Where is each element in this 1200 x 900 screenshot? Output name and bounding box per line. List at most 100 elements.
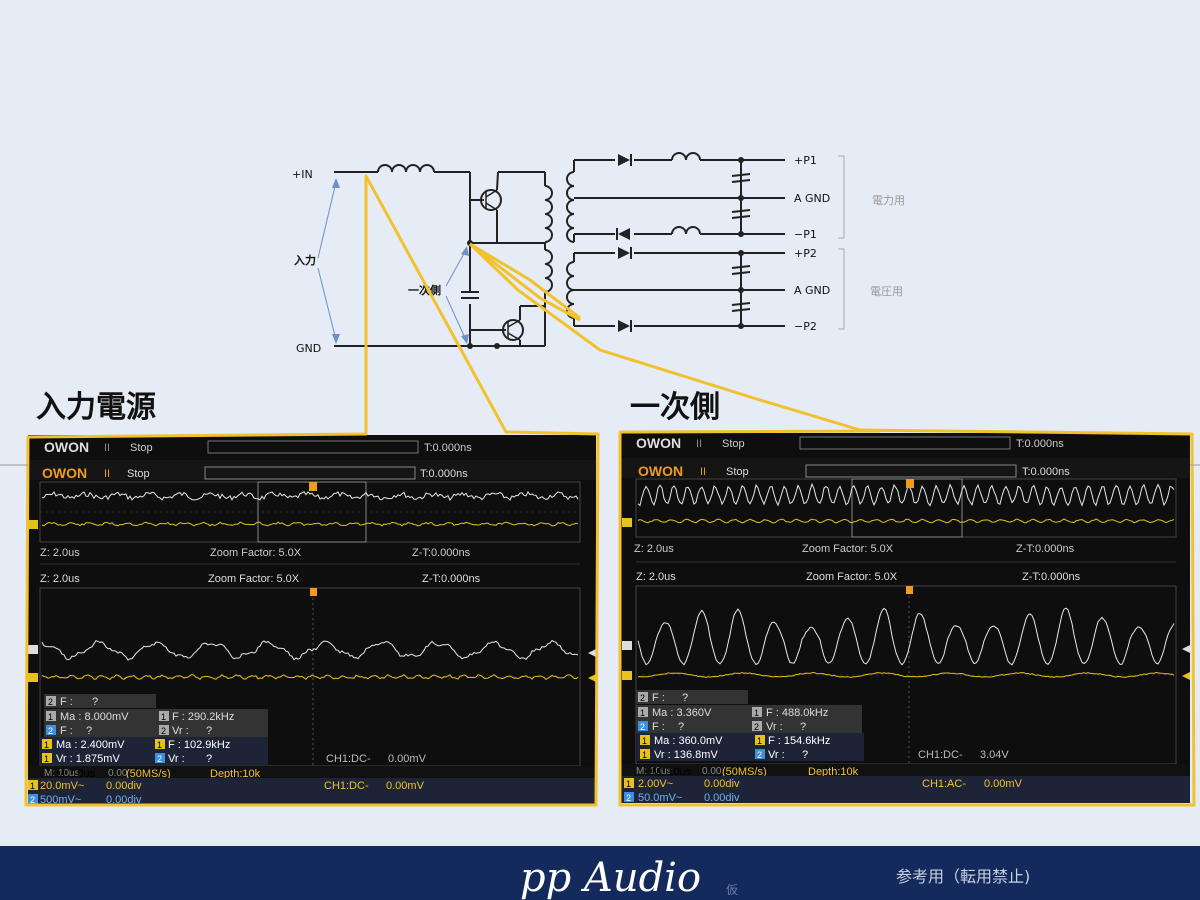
svg-text:Vr :: Vr :	[766, 721, 783, 733]
svg-text:F : 488.0kHz: F : 488.0kHz	[766, 707, 828, 719]
scope-right-back-trig: T:0.000ns	[1016, 438, 1064, 450]
scope-right-brand: OWON	[638, 463, 683, 479]
label-primary: 一次側	[408, 283, 441, 297]
scope-right-zoom-factor: Zoom Factor: 5.0X	[806, 571, 898, 583]
scope-left-back-zoom-factor: Zoom Factor: 5.0X	[210, 547, 302, 559]
scope-left-trig: T:0.000ns	[420, 468, 468, 480]
svg-text:1: 1	[30, 781, 35, 791]
label-input: 入力	[294, 253, 316, 267]
svg-text:?: ?	[86, 725, 92, 737]
scope-left-freq: F : 102.9kHz	[168, 739, 230, 751]
svg-text:0.00mV: 0.00mV	[984, 778, 1023, 790]
svg-text:F :: F :	[652, 692, 665, 704]
svg-text:2: 2	[754, 722, 759, 732]
svg-text:Vr :: Vr :	[172, 725, 189, 737]
svg-text:0.00mV: 0.00mV	[386, 780, 425, 792]
svg-text:M: 10us: M: 10us	[636, 766, 672, 777]
label-output-2: A GND	[794, 192, 830, 205]
scope-left-zoom-zt: Z-T:0.000ns	[422, 573, 481, 585]
svg-text:2: 2	[626, 793, 631, 803]
svg-text:CH1:DC-: CH1:DC-	[324, 780, 369, 792]
svg-text:1: 1	[161, 712, 166, 722]
scope-left-zoom-factor: Zoom Factor: 5.0X	[208, 573, 300, 585]
heading-primary-side: 一次側	[630, 390, 720, 425]
svg-text:0.00div: 0.00div	[704, 778, 740, 790]
scope-right-back-brand: OWON	[636, 435, 681, 451]
label-group-power: 電力用	[872, 194, 905, 207]
scope-left-back-zoom-z: Z: 2.0us	[40, 547, 80, 559]
label-output-4: +P2	[794, 247, 817, 260]
svg-text:1: 1	[157, 740, 162, 750]
label-group-voltage: 電圧用	[870, 285, 903, 298]
scope-left-state: Stop	[127, 468, 150, 480]
scope-right-state: Stop	[726, 466, 749, 478]
svg-text:500mV~: 500mV~	[40, 794, 81, 806]
svg-text:0.00: 0.00	[702, 766, 722, 777]
svg-text:0.00mV: 0.00mV	[388, 753, 427, 765]
scope-left-back-brand: OWON	[44, 439, 89, 455]
scope-left-back-trig: T:0.000ns	[424, 442, 472, 454]
scope-left-run: II	[104, 468, 110, 480]
svg-text:1: 1	[642, 736, 647, 746]
transformer-primary-top	[544, 185, 553, 243]
svg-text:F :: F :	[60, 725, 73, 737]
scope-right-back-zoom-factor: Zoom Factor: 5.0X	[802, 543, 894, 555]
svg-text:0.00div: 0.00div	[704, 792, 740, 804]
heading-input-power: 入力電源	[36, 390, 156, 425]
group1-bracket	[838, 155, 845, 239]
scope-left-timebase: M: 10us	[56, 768, 96, 780]
scope-right-rate: (50MS/s)	[722, 766, 767, 778]
svg-text:0.00div: 0.00div	[106, 780, 142, 792]
annotation-arrows	[317, 181, 467, 341]
label-output-6: −P2	[794, 320, 817, 333]
circuit-schematic	[334, 152, 785, 347]
svg-text:Vr :: Vr :	[768, 749, 785, 761]
svg-text:CH1:AC-: CH1:AC-	[922, 778, 966, 790]
svg-text:1: 1	[48, 712, 53, 722]
svg-text:1: 1	[44, 754, 49, 764]
scope-left-depth: Depth:10k	[210, 768, 261, 780]
scope-right-timebase: M: 10us	[652, 766, 692, 778]
scope-right-zoom-z: Z: 2.0us	[636, 571, 676, 583]
svg-text:?: ?	[92, 696, 98, 708]
svg-text:2: 2	[161, 726, 166, 736]
svg-text:0.00div: 0.00div	[106, 794, 142, 806]
svg-text:2.00V~: 2.00V~	[638, 778, 673, 790]
input-inductor	[377, 164, 435, 173]
svg-text:?: ?	[206, 753, 212, 765]
label-gnd: GND	[296, 342, 321, 355]
scope-right-trig: T:0.000ns	[1022, 466, 1070, 478]
svg-text:Vr : 136.8mV: Vr : 136.8mV	[654, 749, 718, 761]
scope-right-ma: Ma : 360.0mV	[654, 735, 723, 747]
svg-text:F : 290.2kHz: F : 290.2kHz	[172, 711, 234, 723]
footer-sub: 仮	[726, 883, 738, 897]
svg-text:2: 2	[157, 754, 162, 764]
svg-text:Ma : 3.360V: Ma : 3.360V	[652, 707, 712, 719]
svg-text:2: 2	[757, 750, 762, 760]
transformer-primary-bottom	[544, 249, 553, 293]
svg-text:CH1:DC-: CH1:DC-	[326, 753, 371, 765]
scope-left-zoom-z: Z: 2.0us	[40, 573, 80, 585]
svg-text:1: 1	[626, 779, 631, 789]
label-plus-in: +IN	[292, 168, 313, 181]
scope-right-depth: Depth:10k	[808, 766, 859, 778]
svg-text:CH1:DC-: CH1:DC-	[918, 749, 963, 761]
group2-bracket	[838, 248, 845, 330]
svg-text:Vr :: Vr :	[168, 753, 185, 765]
scope-right-back-zoom-zt: Z-T:0.000ns	[1016, 543, 1075, 555]
svg-text:1: 1	[757, 736, 762, 746]
svg-text:F :: F :	[652, 721, 665, 733]
scope-right-run: II	[700, 466, 706, 478]
svg-text:50.0mV~: 50.0mV~	[638, 792, 682, 804]
scope-right-zoom-zt: Z-T:0.000ns	[1022, 571, 1081, 583]
svg-text:F :: F :	[60, 696, 73, 708]
svg-text:1: 1	[640, 708, 645, 718]
svg-text:?: ?	[678, 721, 684, 733]
svg-text:?: ?	[802, 749, 808, 761]
svg-text:3.04V: 3.04V	[980, 749, 1009, 761]
svg-text:0.00: 0.00	[108, 768, 128, 779]
scope-left: OWON II Stop T:0.000ns OWON II Stop T:0.…	[28, 435, 596, 806]
scope-left-back-state: Stop	[130, 442, 153, 454]
transformer-secondary-1	[566, 171, 575, 243]
svg-text:Vr : 1.875mV: Vr : 1.875mV	[56, 753, 120, 765]
